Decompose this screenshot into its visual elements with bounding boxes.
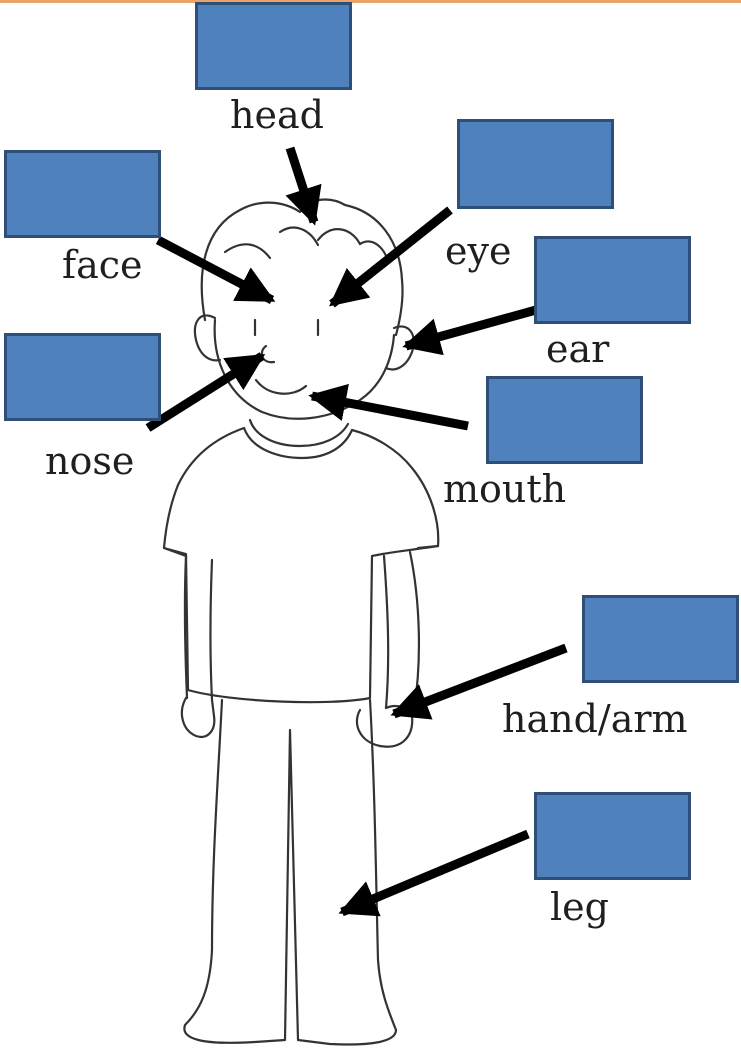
arrow-head: [290, 148, 314, 222]
answer-box-leg[interactable]: [534, 792, 691, 880]
answer-box-face[interactable]: [4, 150, 161, 238]
trousers-outline: [184, 700, 396, 1044]
label-hand-arm: hand/arm: [502, 700, 688, 738]
arrow-eye: [332, 210, 450, 304]
arrow-ear: [406, 310, 536, 346]
label-nose: nose: [45, 442, 134, 480]
arrow-nose: [148, 356, 262, 428]
answer-box-mouth[interactable]: [486, 376, 643, 464]
answer-box-head[interactable]: [195, 2, 352, 90]
answer-box-nose[interactable]: [4, 333, 161, 421]
left-hand: [182, 698, 214, 737]
answer-box-eye[interactable]: [457, 119, 614, 209]
right-arm: [410, 552, 419, 710]
label-face: face: [62, 246, 143, 284]
answer-box-ear[interactable]: [534, 236, 691, 324]
label-mouth: mouth: [443, 470, 566, 508]
arrow-leg: [342, 834, 528, 912]
arrow-face: [158, 240, 272, 300]
answer-box-hand-arm[interactable]: [582, 595, 739, 683]
label-ear: ear: [546, 330, 609, 368]
label-head: head: [230, 96, 324, 134]
tshirt-outline: [164, 428, 438, 702]
arrow-mouth: [312, 396, 468, 426]
label-eye: eye: [445, 232, 511, 270]
mouth-shape: [256, 380, 306, 394]
label-leg: leg: [550, 888, 609, 926]
